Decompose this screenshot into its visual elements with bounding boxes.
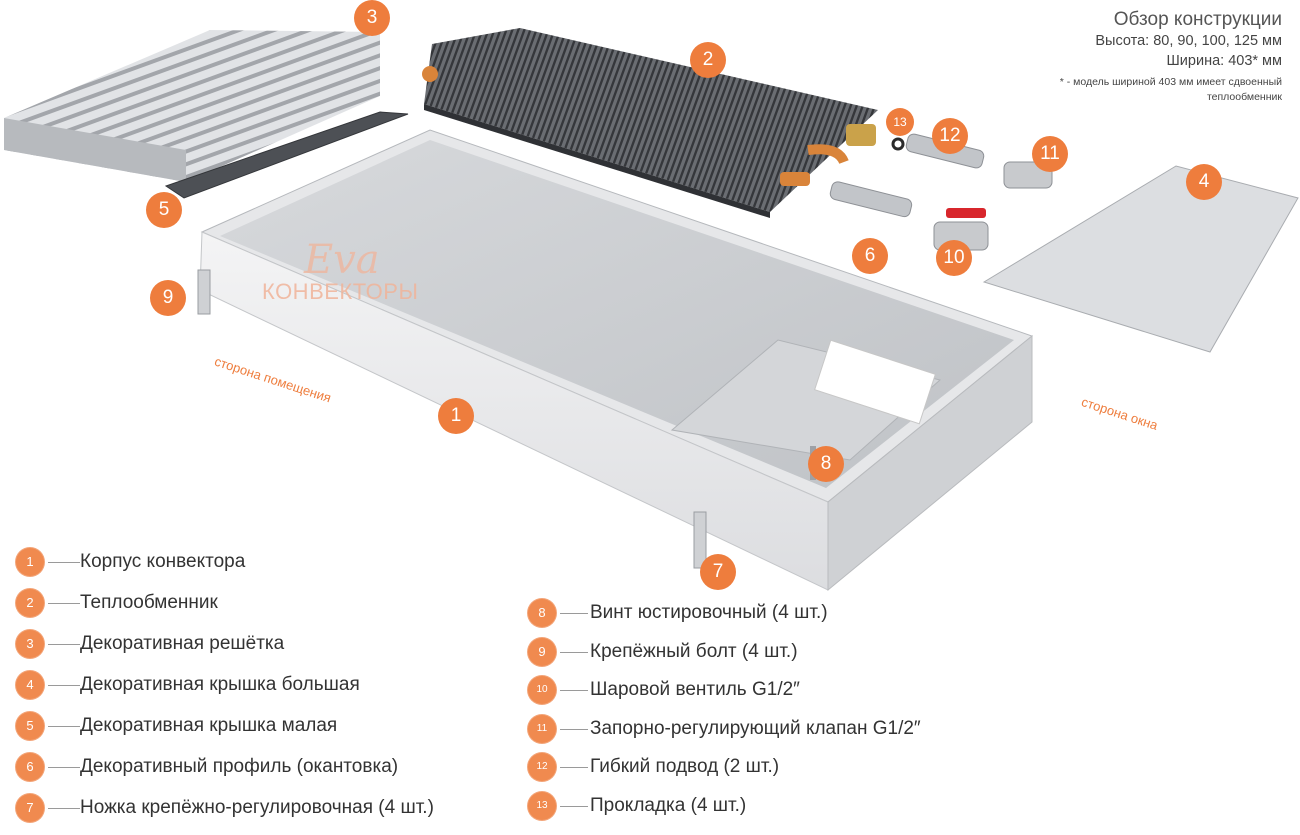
legend-badge: 2 bbox=[16, 589, 44, 617]
callout-8: 8 bbox=[808, 446, 844, 482]
legend-badge: 7 bbox=[16, 794, 44, 822]
legend-label: Крепёжный болт (4 шт.) bbox=[590, 640, 798, 662]
legend-label: Декоративная крышка большая bbox=[80, 674, 360, 695]
brand-watermark: Eva КОНВЕКТОРЫ bbox=[262, 240, 418, 304]
legend-label: Прокладка (4 шт.) bbox=[590, 794, 747, 816]
small-cover bbox=[164, 111, 409, 199]
legend-label: Теплообменник bbox=[80, 592, 218, 613]
legend-badge: 8 bbox=[528, 599, 556, 627]
callout-6: 6 bbox=[852, 238, 888, 274]
legend-badge: 3 bbox=[16, 630, 44, 658]
callout-10: 10 bbox=[936, 240, 972, 276]
callout-11: 11 bbox=[1032, 136, 1068, 172]
convector-body bbox=[199, 129, 1034, 592]
callout-4: 4 bbox=[1186, 164, 1222, 200]
info-title: Обзор конструкции bbox=[1113, 9, 1282, 30]
brand-sub: КОНВЕКТОРЫ bbox=[262, 279, 419, 304]
legend-badge: 12 bbox=[528, 753, 556, 781]
legend-label: Шаровой вентиль G1/2″ bbox=[590, 679, 800, 700]
info-width: Ширина: 403* мм bbox=[1166, 53, 1282, 69]
mount-foot-9 bbox=[197, 269, 211, 315]
legend-label: Гибкий подвод (2 шт.) bbox=[590, 756, 780, 777]
callout-12: 12 bbox=[932, 118, 968, 154]
info-height: Высота: 80, 90, 100, 125 мм bbox=[1095, 33, 1282, 49]
legend-badge: 5 bbox=[16, 712, 44, 740]
decorative-grille bbox=[4, 30, 380, 182]
legend-badge: 9 bbox=[528, 637, 556, 666]
legend-badge: 4 bbox=[16, 671, 44, 699]
callout-13: 13 bbox=[886, 108, 914, 136]
legend-label: Декоративная крышка малая bbox=[80, 715, 338, 736]
legend-label: Запорно-регулирующий клапан G1/2″ bbox=[590, 717, 921, 739]
callout-9: 9 bbox=[150, 280, 186, 316]
callout-7: 7 bbox=[700, 554, 736, 590]
legend-badge: 13 bbox=[528, 791, 556, 820]
large-cover bbox=[982, 165, 1299, 353]
callout-2: 2 bbox=[690, 42, 726, 78]
brand-logo: Eva bbox=[304, 237, 380, 283]
info-note-1: * - модель шириной 403 мм имеет сдвоенны… bbox=[1059, 76, 1282, 88]
legend-badge: 10 bbox=[528, 676, 556, 704]
callout-1: 1 bbox=[438, 398, 474, 434]
legend-label: Декоративный профиль (окантовка) bbox=[80, 756, 399, 777]
callout-5: 5 bbox=[146, 192, 182, 228]
legend-label: Декоративная решётка bbox=[80, 633, 285, 654]
legend-label: Винт юстировочный (4 шт.) bbox=[590, 602, 828, 623]
legend-badge: 1 bbox=[16, 548, 44, 576]
legend-badge: 11 bbox=[528, 714, 556, 743]
legend-label: Ножка крепёжно-регулировочная (4 шт.) bbox=[80, 797, 434, 818]
info-note-2: теплообменник bbox=[1206, 91, 1282, 103]
legend-label: Корпус конвектора bbox=[80, 551, 246, 572]
heat-exchanger bbox=[422, 28, 878, 218]
construction-info: Обзор конструкции Высота: 80, 90, 100, 1… bbox=[1060, 8, 1282, 105]
legend-badge: 6 bbox=[16, 753, 44, 781]
callout-3: 3 bbox=[354, 0, 390, 36]
